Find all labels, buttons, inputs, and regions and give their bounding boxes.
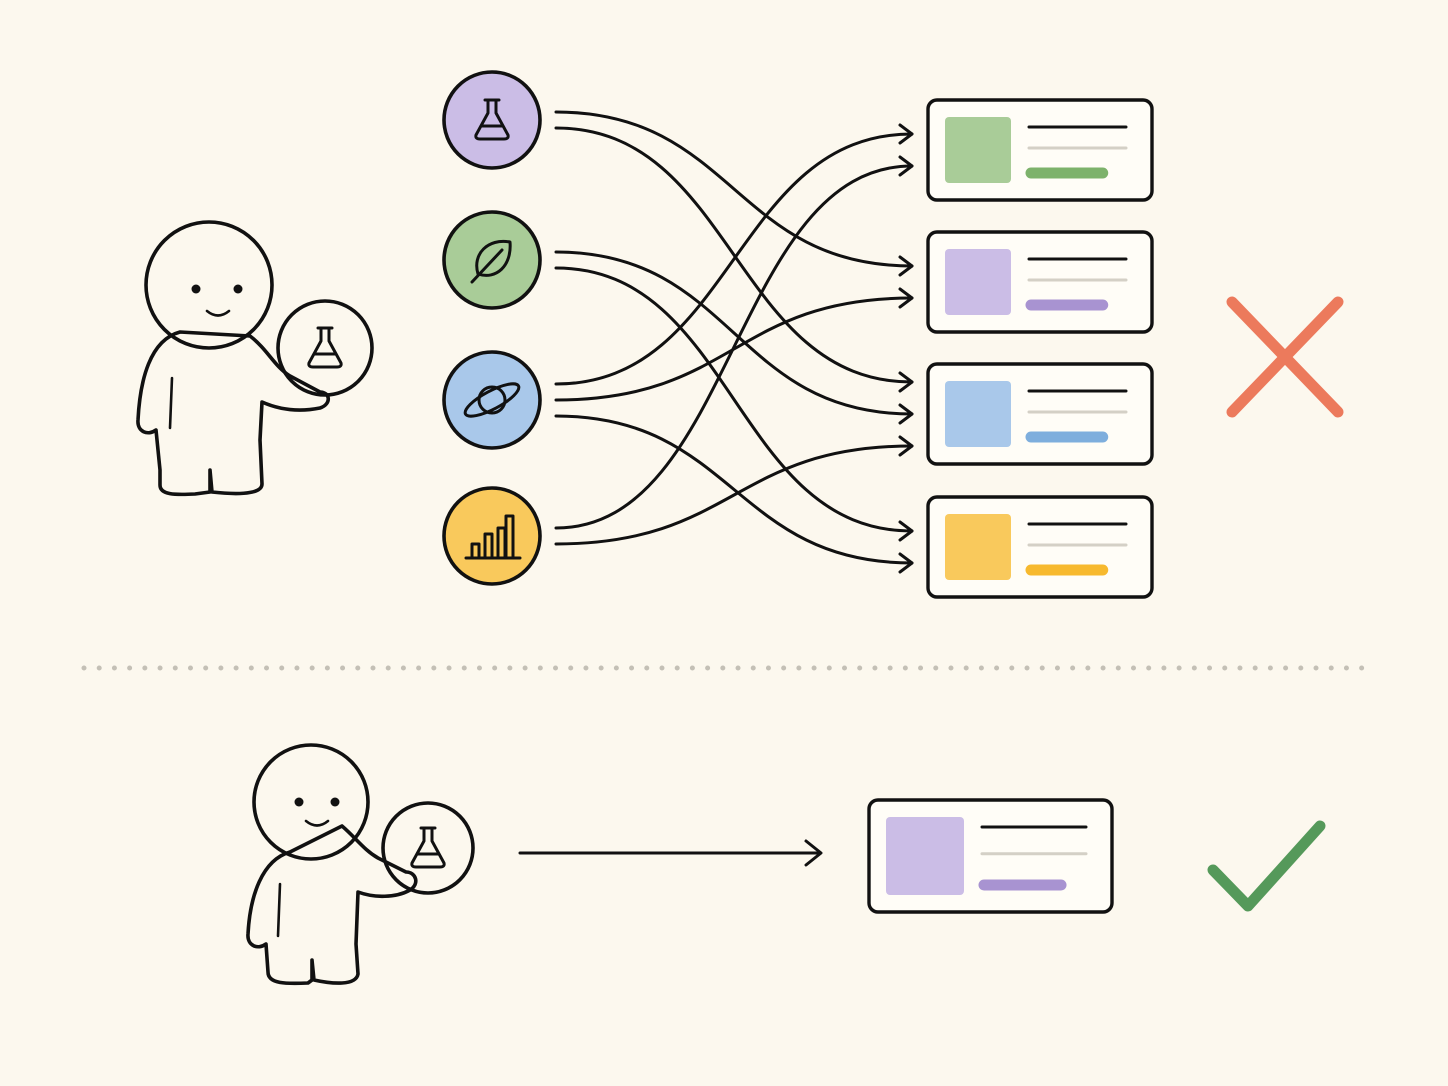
connection-science-to-science	[554, 110, 914, 277]
content-card-space	[926, 362, 1154, 466]
connection-data-to-space	[554, 435, 914, 546]
topic-circle-science	[442, 70, 542, 170]
card-thumbnail	[945, 381, 1011, 447]
character-eye-right-bottom	[330, 797, 340, 807]
held-topic-badge	[276, 299, 374, 397]
character-smile	[205, 309, 231, 317]
check-icon	[1207, 820, 1326, 912]
card-column	[926, 98, 1154, 599]
card-thumbnail	[945, 514, 1011, 580]
content-card-nature	[926, 98, 1154, 202]
character-figure-bottom	[246, 743, 418, 986]
character-arm-line-bottom	[276, 882, 282, 938]
character-body-bottom	[246, 824, 418, 986]
content-card-data	[926, 495, 1154, 599]
held-topic-circle	[276, 299, 374, 397]
tangled-connections	[554, 110, 914, 574]
content-card-science	[926, 230, 1154, 334]
connection-space-to-nature	[554, 123, 914, 386]
cross-icon	[1226, 296, 1344, 418]
character-figure	[136, 220, 331, 497]
flask-icon	[410, 826, 446, 869]
topic-node-data	[442, 486, 542, 586]
top-panel	[136, 70, 1344, 599]
content-card-science	[867, 798, 1114, 914]
topic-circle-space	[442, 350, 542, 450]
character-smile-bottom	[304, 819, 330, 827]
character-head-bottom	[252, 743, 370, 861]
connection-science-to-space	[554, 126, 914, 393]
connection-nature-to-data	[554, 266, 914, 542]
card-thumbnail	[945, 249, 1011, 315]
held-topic-badge-bottom	[381, 801, 475, 895]
character-head	[144, 220, 274, 350]
connection-space-to-data	[554, 414, 914, 574]
held-topic-circle-bottom	[381, 801, 475, 895]
topic-node-space	[442, 350, 542, 450]
topic-node-science	[442, 70, 542, 170]
connection-nature-to-space	[554, 250, 914, 425]
bottom-panel	[246, 743, 1326, 986]
character-eye-left	[191, 284, 201, 294]
direct-arrow	[518, 839, 823, 867]
connection-data-to-nature	[554, 155, 914, 530]
character-eye-left-bottom	[294, 797, 304, 807]
character-arm-line	[168, 376, 174, 430]
topic-column	[442, 70, 542, 586]
matched-card	[867, 798, 1114, 914]
topic-node-nature	[442, 210, 542, 310]
character-body	[136, 330, 331, 497]
card-thumbnail	[886, 817, 964, 895]
character-eye-right	[233, 284, 243, 294]
card-thumbnail	[945, 117, 1011, 183]
flask-icon	[307, 326, 343, 369]
